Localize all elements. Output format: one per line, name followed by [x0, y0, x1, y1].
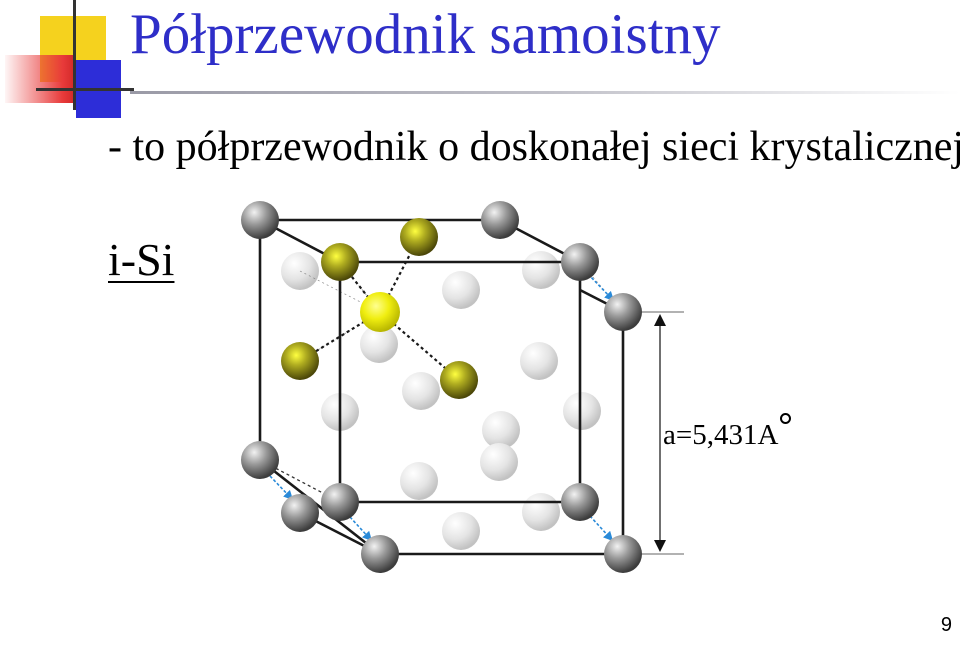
decor-vertical-line [73, 0, 76, 110]
title-underline [130, 91, 960, 94]
neighbor-atoms [281, 218, 478, 399]
dimension-line [638, 311, 684, 555]
slide-subtitle: - to półprzewodnik o doskonałej sieci kr… [108, 124, 960, 170]
central-atom [360, 292, 400, 332]
page-number: 9 [940, 614, 952, 636]
angstrom-ring-icon [780, 413, 791, 424]
decor-horizontal-line [36, 88, 134, 91]
slide-title: Półprzewodnik samoistny [130, 3, 721, 66]
lattice-constant-label: a=5,431A [663, 419, 779, 451]
silicon-lattice-diagram [241, 201, 684, 573]
shift-arrows [269, 273, 615, 542]
material-label: i-Si [108, 234, 175, 285]
decor-red-block [5, 55, 73, 103]
corner-atoms [241, 201, 642, 573]
ghost-atoms [281, 251, 601, 550]
